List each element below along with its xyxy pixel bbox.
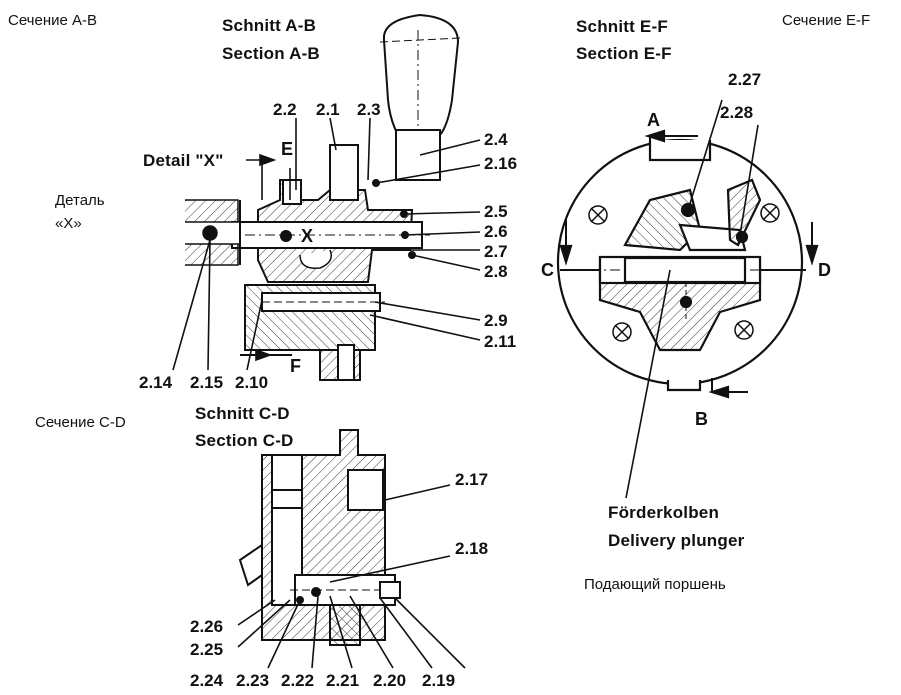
delivery-plunger-russian-label: Подающий поршень — [584, 576, 726, 593]
part-label-2-14: 2.14 — [139, 373, 173, 392]
section-cd-russian-label: Сечение C-D — [35, 414, 126, 431]
section-letter-e: E — [281, 139, 294, 159]
part-label-2-15: 2.15 — [190, 373, 224, 392]
part-label-2-20: 2.20 — [373, 671, 407, 690]
delivery-plunger-label-de: Förderkolben — [608, 503, 720, 522]
detail-x-russian-line2: «X» — [55, 215, 82, 232]
section-letter-f: F — [290, 356, 301, 376]
part-label-2-28: 2.28 — [720, 103, 754, 122]
part-label-2-21: 2.21 — [326, 671, 360, 690]
part-label-2-17: 2.17 — [455, 470, 489, 489]
part-label-2-27: 2.27 — [728, 70, 762, 89]
part-label-2-2: 2.2 — [273, 100, 297, 119]
part-label-2-25: 2.25 — [190, 640, 224, 659]
detail-x-heading: Detail "X" — [143, 151, 224, 170]
part-label-2-6: 2.6 — [484, 222, 508, 241]
bolt-holes — [588, 203, 780, 342]
section-cd-drawing — [238, 429, 401, 646]
part-label-2-5: 2.5 — [484, 202, 508, 221]
part-label-2-23: 2.23 — [236, 671, 270, 690]
section-ef-heading-en: Section E-F — [576, 44, 672, 63]
detail-x-drawing — [185, 199, 241, 266]
part-label-2-26: 2.26 — [190, 617, 224, 636]
section-letter-d: D — [818, 260, 831, 280]
part-label-2-1: 2.1 — [316, 100, 340, 119]
part-label-2-3: 2.3 — [357, 100, 381, 119]
part-label-2-24: 2.24 — [190, 671, 224, 690]
part-label-2-8: 2.8 — [484, 262, 508, 281]
part-label-2-11: 2.11 — [484, 332, 517, 351]
section-cd-heading-en: Section C-D — [195, 431, 294, 450]
section-letter-x: X — [301, 226, 314, 246]
detail-x-russian-line1: Деталь — [55, 192, 105, 209]
section-letter-b: B — [695, 409, 708, 429]
section-ab-heading-de: Schnitt A-B — [222, 16, 317, 35]
section-cd-heading-de: Schnitt C-D — [195, 404, 290, 423]
part-label-2-18: 2.18 — [455, 539, 489, 558]
part-label-2-7: 2.7 — [484, 242, 508, 261]
part-label-2-4: 2.4 — [484, 130, 508, 149]
section-ef-heading-de: Schnitt E-F — [576, 17, 668, 36]
part-label-2-22: 2.22 — [281, 671, 315, 690]
delivery-plunger-label-en: Delivery plunger — [608, 531, 745, 550]
part-label-2-9: 2.9 — [484, 311, 508, 330]
part-label-2-10: 2.10 — [235, 373, 269, 392]
section-ef-drawing — [556, 129, 819, 399]
part-label-2-19: 2.19 — [422, 671, 456, 690]
section-letter-a: A — [647, 110, 660, 130]
part-label-2-16: 2.16 — [484, 154, 518, 173]
section-letter-c: C — [541, 260, 554, 280]
leader-lines — [172, 99, 759, 669]
section-ef-russian-label: Сечение E-F — [782, 12, 871, 29]
section-ab-drawing — [225, 13, 461, 381]
section-ab-russian-label: Сечение А-В — [8, 12, 98, 29]
section-ab-heading-en: Section A-B — [222, 44, 320, 63]
